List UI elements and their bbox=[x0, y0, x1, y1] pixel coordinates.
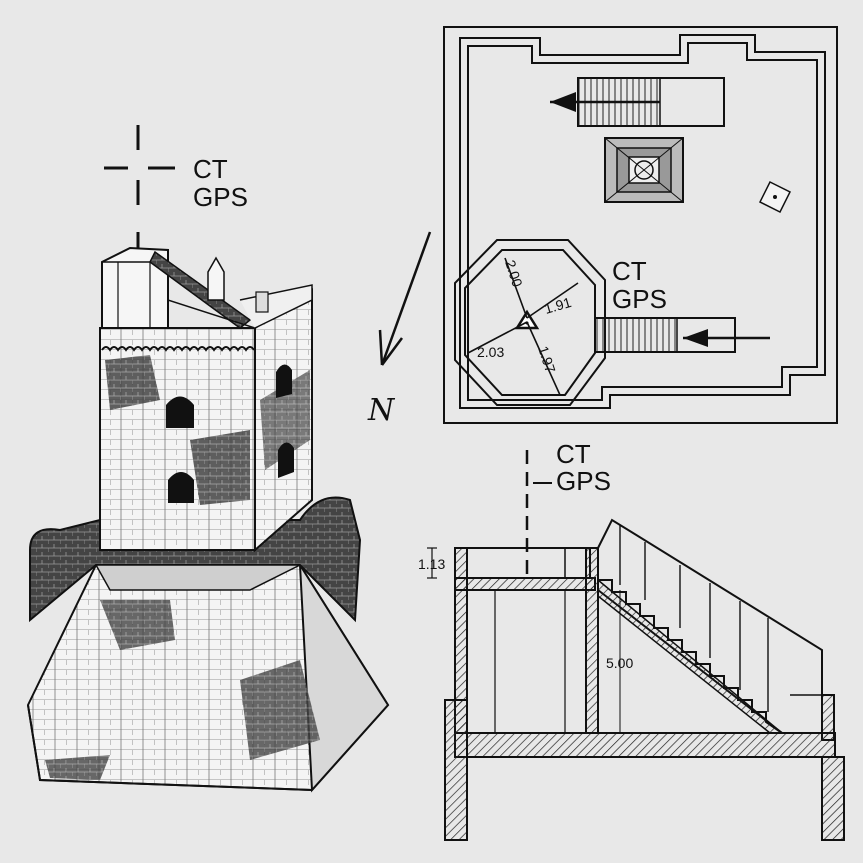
tower-ct-label: CT bbox=[193, 154, 228, 184]
stair-arrow-icon bbox=[550, 92, 576, 112]
section-dim-parapet: 1.13 bbox=[418, 556, 445, 572]
section-view: CT GPS 1.13 5.00 bbox=[418, 439, 845, 841]
stair-arrow-icon bbox=[683, 329, 708, 347]
section-dim-stair: 5.00 bbox=[606, 655, 633, 671]
tower-gps-label: GPS bbox=[193, 182, 248, 212]
section-ct-label: CT bbox=[556, 439, 591, 469]
plan-ct-label: CT bbox=[612, 256, 647, 286]
tower-window bbox=[168, 472, 194, 503]
section-stair bbox=[598, 579, 783, 734]
section-hut-roof-slab bbox=[454, 577, 596, 591]
plan-view: 2.00 1.91 2.03 1.97 CT GPS bbox=[443, 26, 838, 424]
plan-dim-west: 2.03 bbox=[477, 344, 504, 360]
north-arrow-icon bbox=[380, 231, 432, 366]
rooftop-turret bbox=[207, 256, 225, 301]
plan-gps-label: GPS bbox=[612, 284, 667, 314]
crosshair-icon bbox=[104, 125, 175, 248]
plan-octagon-wall bbox=[454, 239, 606, 406]
section-gps-label: GPS bbox=[556, 466, 611, 496]
north-label: N bbox=[367, 393, 396, 428]
tower-window bbox=[278, 442, 294, 478]
tower-illustration: CT GPS bbox=[26, 125, 390, 793]
tower-window bbox=[276, 364, 292, 398]
plan-dim-east: 1.91 bbox=[542, 294, 573, 317]
section-floor-slab bbox=[454, 732, 836, 758]
tower-window bbox=[166, 396, 194, 428]
north-arrow: N bbox=[367, 231, 432, 428]
